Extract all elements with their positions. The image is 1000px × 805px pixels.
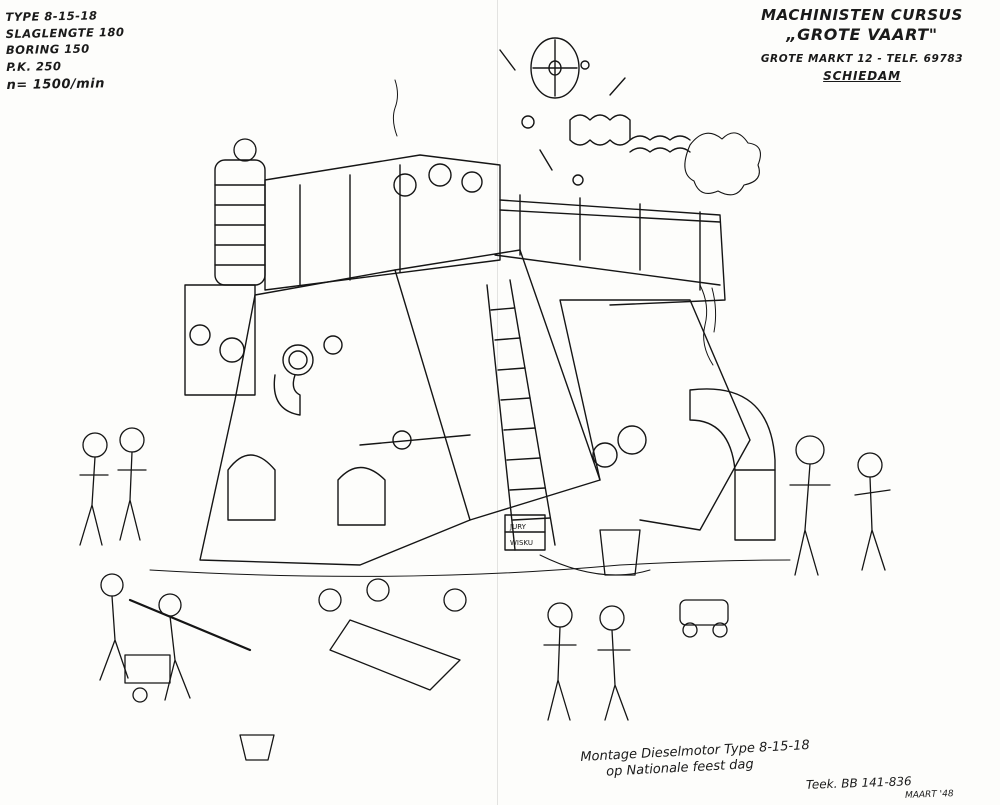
signature-date: MAART '48 (904, 789, 954, 801)
workers (80, 139, 890, 760)
page-fold-line (497, 0, 498, 805)
course-subtitle: „GROTE VAART" (786, 25, 938, 44)
flying-parts (393, 38, 760, 365)
crate-label-line1: JURY (509, 523, 527, 531)
course-title: MACHINISTEN CURSUS (761, 6, 963, 24)
engine-block (185, 155, 775, 565)
course-city: SCHIEDAM (823, 69, 901, 83)
course-address: GROTE MARKT 12 - TELF. 69783 (760, 53, 964, 65)
crate (505, 515, 545, 550)
ladder (487, 280, 555, 550)
crate-label-line2: WISKU (510, 539, 533, 547)
course-header: MACHINISTEN CURSUS „GROTE VAART" GROTE M… (752, 6, 972, 83)
